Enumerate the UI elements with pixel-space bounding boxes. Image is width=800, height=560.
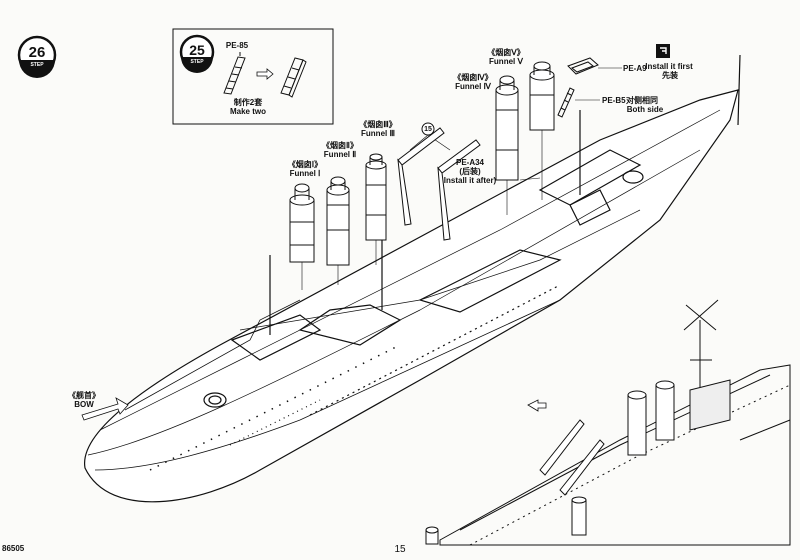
kit-code: 86505: [2, 544, 25, 553]
inset-caption-cn: 制作2套: [233, 98, 263, 107]
funnel-4-label-en: Funnel Ⅳ: [455, 82, 491, 91]
pe-b5-ladder-part: [557, 87, 575, 118]
crane-parts: [397, 127, 481, 241]
step-26-word: STEP: [30, 62, 44, 68]
arrow-icon: [256, 68, 274, 80]
part-15-circle: [421, 122, 435, 136]
funnel-1-part: [289, 183, 315, 263]
pe-85-ladder-part: [223, 52, 246, 95]
funnel-2-label-en: Funnel Ⅱ: [323, 150, 357, 159]
pe-b5-note-cn: 对侧相同: [626, 96, 658, 105]
funnel-3-label-cn: 《烟囱Ⅲ》: [359, 120, 397, 129]
funnel-3-label-en: Funnel Ⅲ: [361, 129, 395, 138]
pe-a34-note-cn: (后装): [459, 167, 481, 176]
pe-a9-frame-part: [567, 57, 599, 75]
funnel-1-label-en: Funnel Ⅰ: [289, 169, 321, 178]
step-26-badge: [17, 35, 57, 78]
pe-a34-note-en: Install it after): [443, 176, 497, 185]
funnel-parts: [289, 61, 555, 266]
funnel-3-part: [365, 153, 387, 241]
step-26-number: 26: [28, 44, 46, 61]
pe-b5-note-en: Both side: [626, 105, 664, 114]
page-number: 15: [394, 544, 406, 555]
inset-part-label: PE-85: [225, 41, 249, 50]
bow-label-cn: 《舰首》: [68, 391, 100, 400]
bow-arrow-icon: [81, 397, 129, 421]
funnel-4-part: [495, 75, 519, 181]
step-25-number: 25: [189, 42, 205, 58]
funnel-5-label-en: Funnel Ⅴ: [489, 57, 523, 66]
funnel-5-part: [529, 61, 555, 131]
pe-a9-label: PE-A9: [623, 64, 647, 73]
detail-view: [425, 299, 791, 546]
orientation-arrow-icon: [527, 399, 547, 412]
pe-a34-label: PE-A34: [455, 158, 484, 167]
funnel-1-label-cn: 《烟囱Ⅰ》: [287, 160, 323, 169]
step-25-badge: [179, 34, 215, 73]
pe-85-folded-part: [280, 57, 307, 98]
install-first-en: Install it first: [645, 62, 693, 71]
funnel-5-label-cn: 《烟囱Ⅴ》: [487, 48, 525, 57]
part-15-label: 15: [424, 126, 432, 133]
inset-frame: [172, 28, 334, 125]
step-25-word: STEP: [190, 59, 204, 65]
inset-caption-en: Make two: [229, 107, 266, 116]
funnel-2-label-cn: 《烟囱Ⅱ》: [322, 141, 358, 150]
pe-b5-label: PE-B5: [602, 96, 626, 105]
ship-hull: [84, 54, 741, 503]
funnel-2-part: [326, 176, 350, 266]
install-first-icon: [656, 44, 670, 58]
leader-lines: [301, 67, 622, 290]
funnel-4-label-cn: 《烟囱Ⅳ》: [453, 73, 493, 82]
install-first-cn: 先装: [662, 71, 678, 80]
bow-label-en: BOW: [74, 400, 94, 409]
